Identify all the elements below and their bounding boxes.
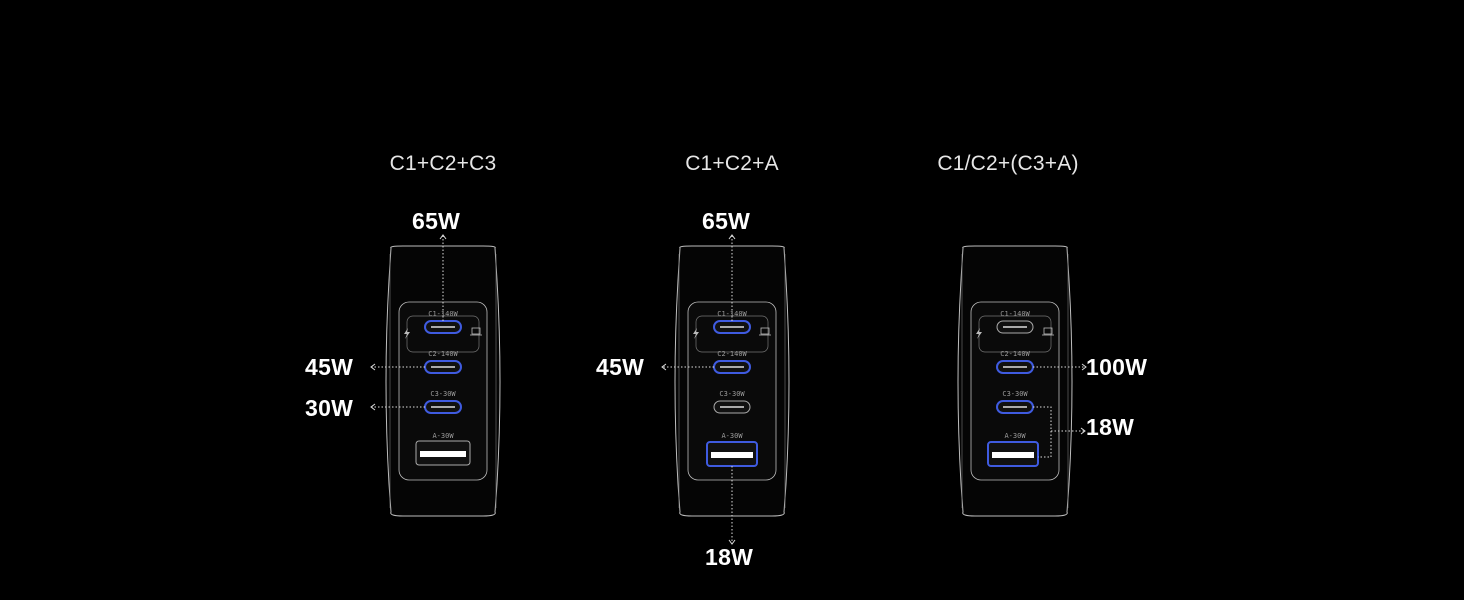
c1-port-label: C1-140W [428,310,458,318]
c2-port-label: C2-140W [717,350,747,358]
c2-output: 45W [596,354,645,380]
a-port-label: A-30W [432,432,454,440]
c2-port-label: C2-140W [1000,350,1030,358]
c2-output: 45W [305,354,354,380]
config-title-3: C1/C2+(C3+A) [937,152,1079,175]
port-panel [970,301,1060,481]
config-title-1: C1+C2+C3 [389,152,497,175]
a-port-label: A-30W [721,432,743,440]
c3-port-label: C3-30W [719,390,745,398]
bolt-icon [693,328,699,339]
c2-output: 100W [1086,354,1148,380]
charger-3 [957,245,1087,517]
a-port-label: A-30W [1004,432,1026,440]
c3-a-output: 18W [1086,414,1135,440]
bolt-icon [404,328,410,339]
config-title-2: C1+C2+A [685,152,779,175]
laptop-icon [470,327,482,336]
bolt-icon [976,328,982,339]
charger-1 [370,234,501,517]
c2-port-label: C2-140W [428,350,458,358]
c3-port-label: C3-30W [430,390,456,398]
c1-output: 65W [412,208,461,234]
laptop-icon [759,327,771,336]
c1-port-label: C1-140W [717,310,747,318]
c1-output: 65W [702,208,751,234]
charger-2 [661,234,790,545]
laptop-icon [1042,327,1054,336]
c1-port-label: C1-140W [1000,310,1030,318]
a-output: 18W [705,544,754,570]
c3-output: 30W [305,395,354,421]
c3-port-label: C3-30W [1002,390,1028,398]
